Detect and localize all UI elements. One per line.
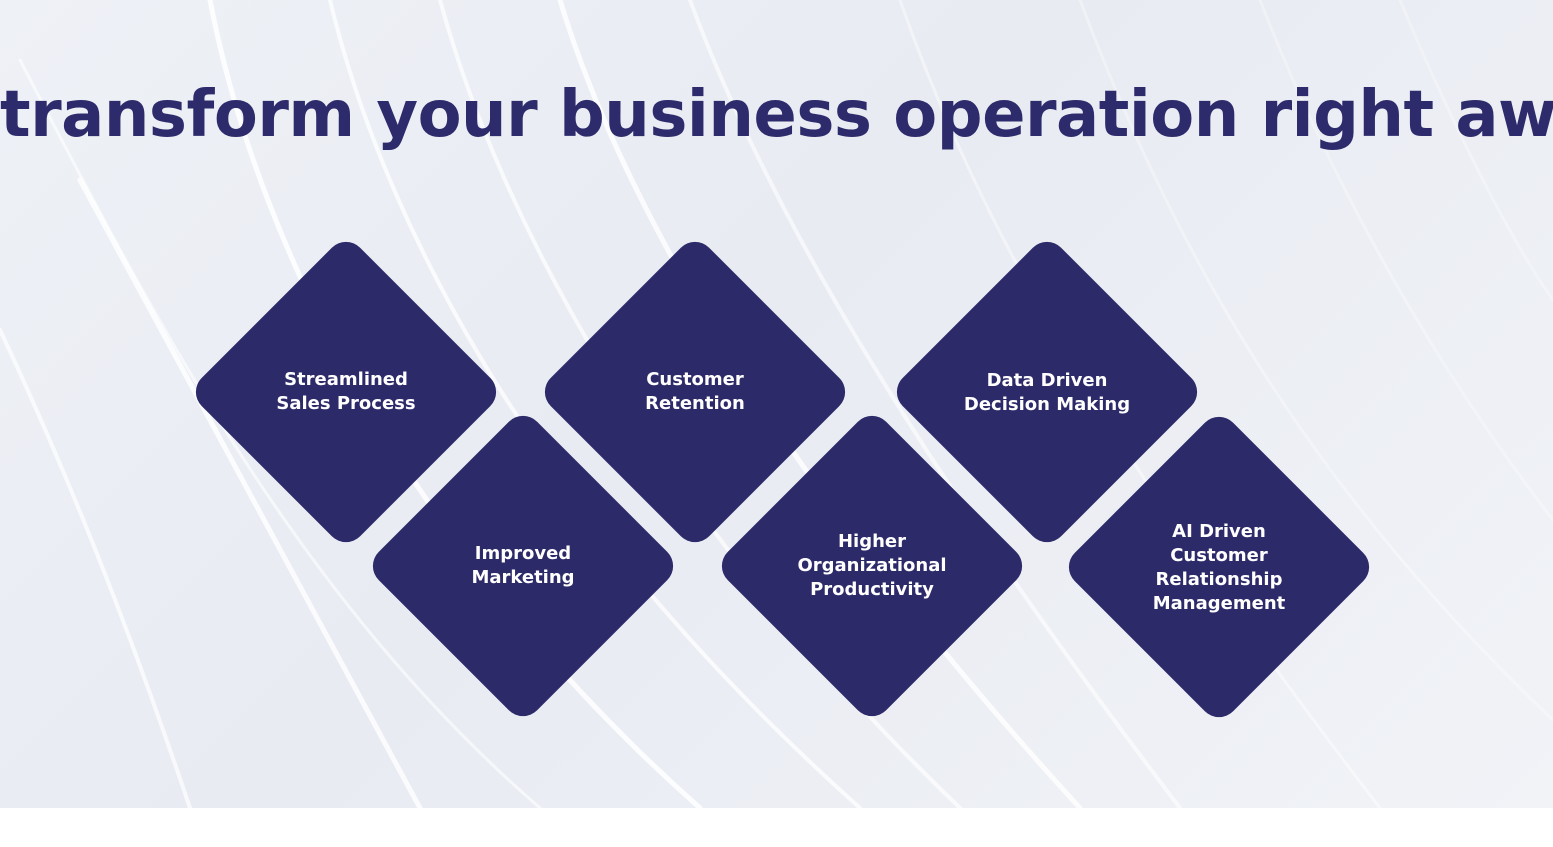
- page-title: transform your business operation right …: [0, 78, 1553, 152]
- label-streamlined-sales-process: Streamlined Sales Process: [276, 369, 416, 414]
- label-higher-organizational-productivity: Higher Organizational Productivity: [797, 531, 947, 600]
- background-curves-decoration: [0, 0, 1553, 808]
- hero-section: transform your business operation right …: [0, 0, 1553, 808]
- label-data-driven-decision-making: Data Driven Decision Making: [963, 370, 1131, 415]
- label-ai-driven-crm: AI Driven Customer Relationship Manageme…: [1152, 521, 1286, 614]
- label-improved-marketing: Improved Marketing: [471, 543, 575, 588]
- bottom-band: [0, 808, 1553, 847]
- label-customer-retention: Customer Retention: [645, 369, 745, 414]
